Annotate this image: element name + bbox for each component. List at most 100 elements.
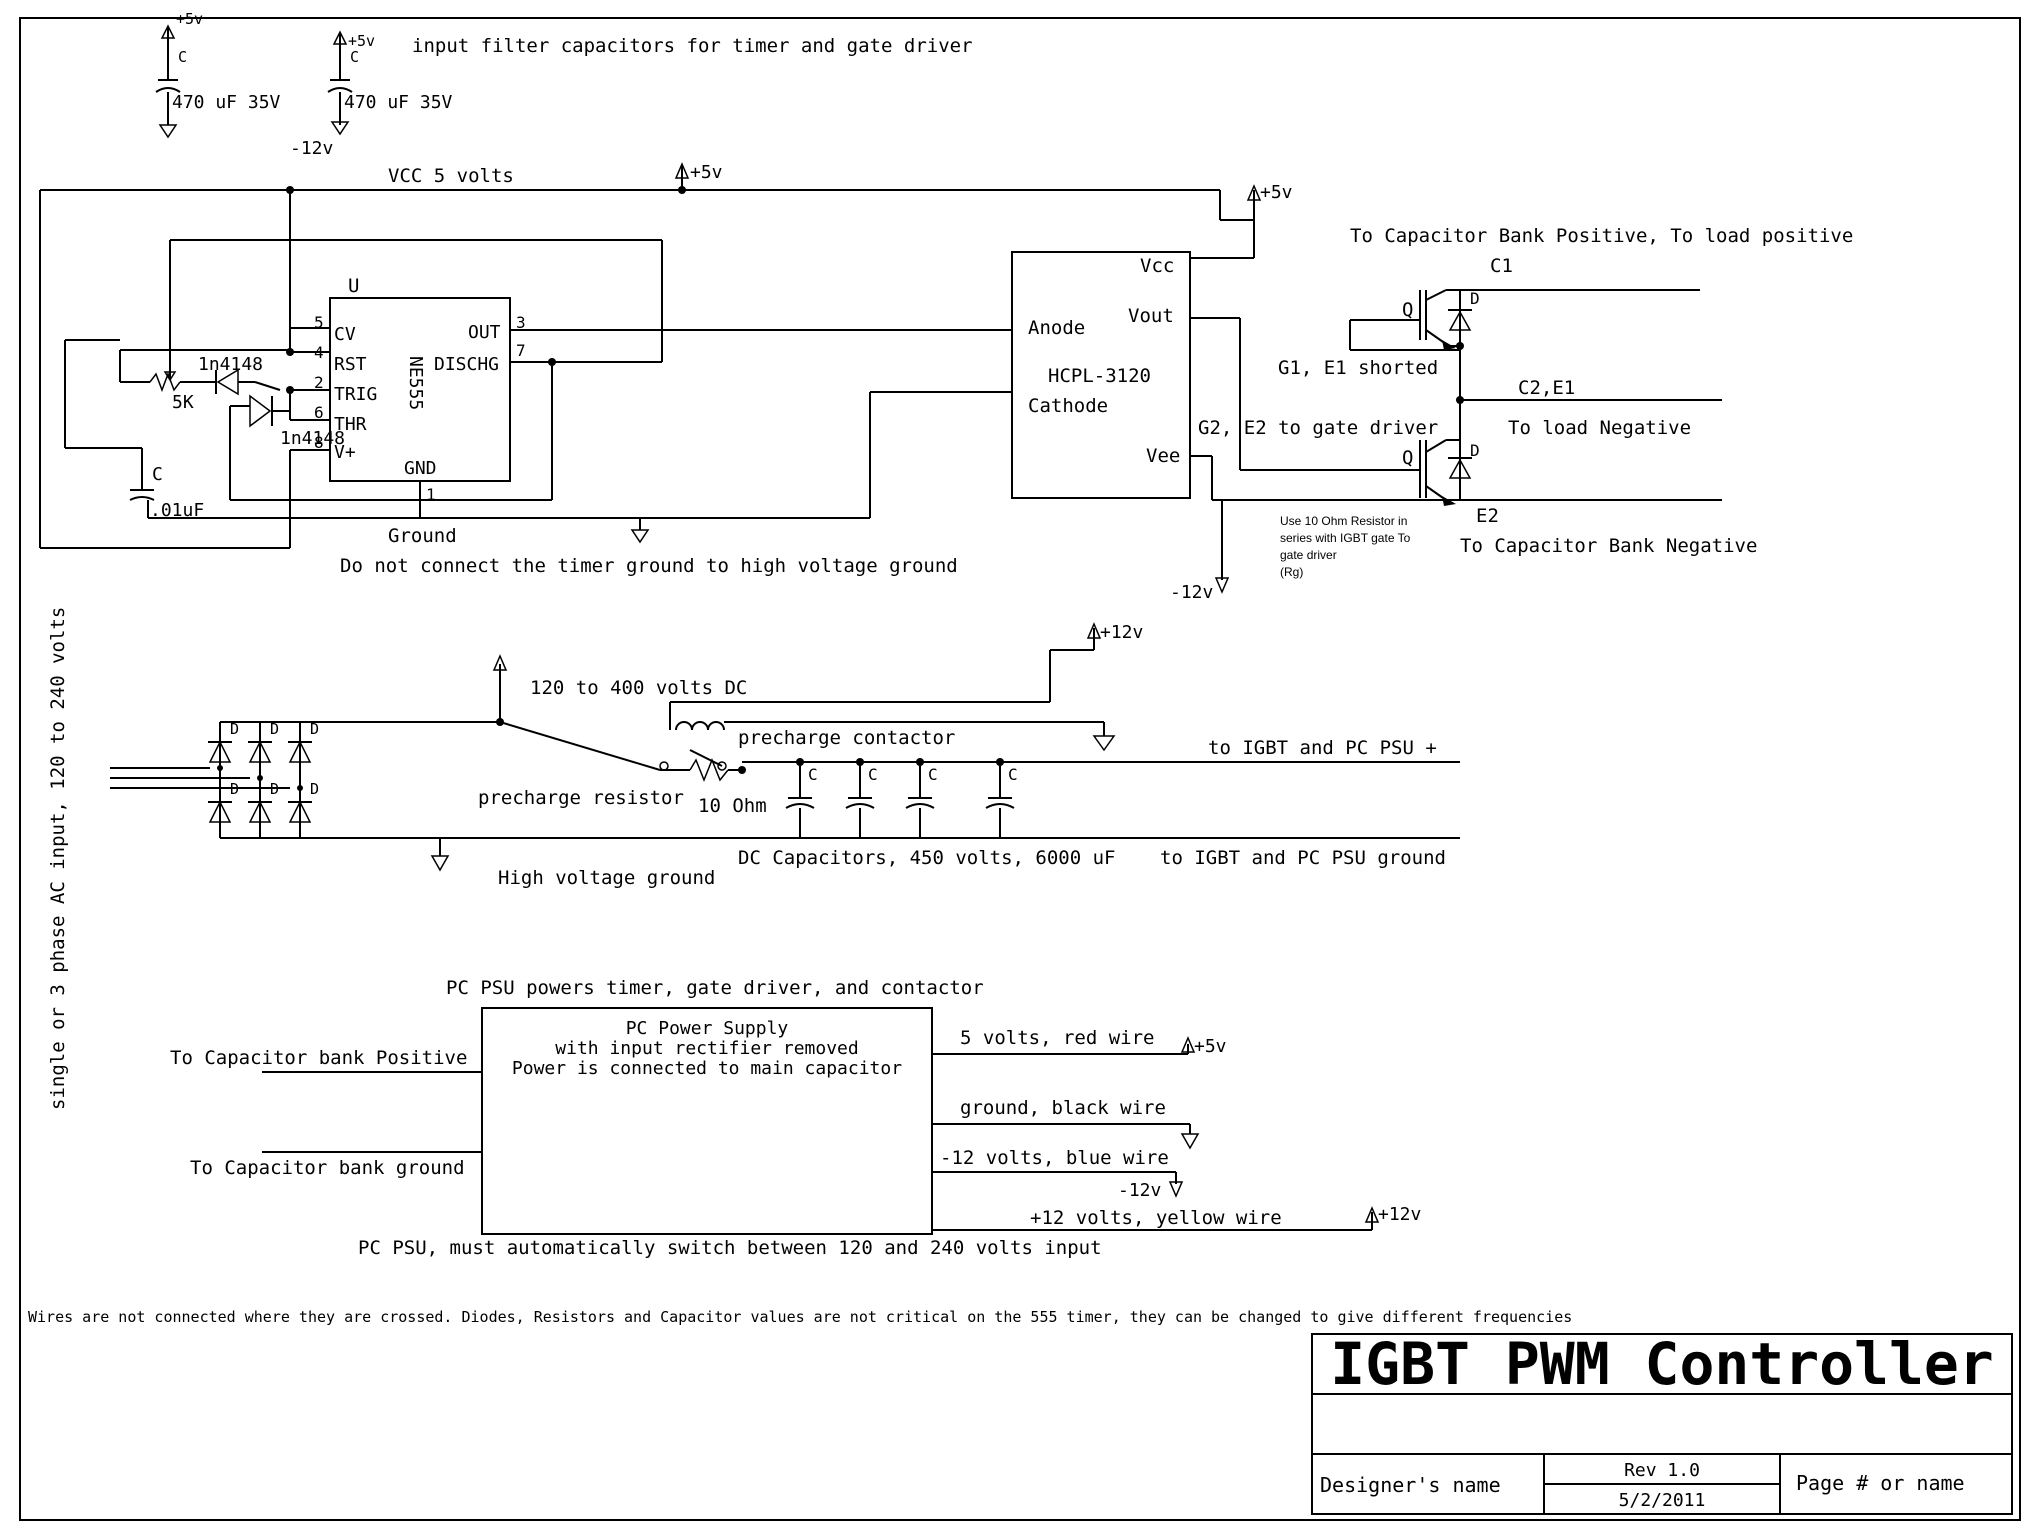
- driver-vout: Vout: [1128, 305, 1174, 327]
- contactor-rail-12: +12v: [1100, 622, 1143, 643]
- bridge-d-2: D: [270, 720, 279, 738]
- diode1-label: 1n4148: [198, 354, 263, 375]
- timer-circuit: VCC 5 volts +5v +5v U CV RST: [39, 162, 1293, 577]
- title-text: IGBT PWM Controller: [1330, 1330, 1993, 1398]
- pin-n5: 5: [314, 313, 324, 332]
- igbt-g1e1: G1, E1 shorted: [1278, 357, 1438, 379]
- dc-cap-3: C: [928, 765, 938, 784]
- pin-thr: THR: [334, 414, 367, 435]
- cap2-rail: +5v: [348, 32, 375, 50]
- dc-cap-1: C: [808, 765, 818, 784]
- precharge-resistor: precharge resistor: [478, 787, 684, 809]
- title-block: IGBT PWM Controller Designer's name Rev …: [1311, 1330, 2013, 1515]
- pin-n3: 3: [516, 313, 526, 332]
- pin-trig: TRIG: [334, 384, 377, 405]
- igbt-d2: D: [1470, 441, 1480, 460]
- filter-label: input filter capacitors for timer and ga…: [412, 35, 973, 57]
- diode2-label: 1n4148: [280, 428, 345, 449]
- cap2-name: C: [350, 48, 359, 66]
- psu-footer: PC PSU, must automatically switch betwee…: [358, 1237, 1102, 1259]
- igbt-q2: Q: [1402, 447, 1413, 469]
- igbt-bottom-label: To Capacitor Bank Negative: [1460, 535, 1757, 557]
- pin-n1: 1: [426, 485, 436, 504]
- pin-dischg: DISCHG: [434, 354, 499, 375]
- driver-neg-rail: -12v: [1170, 582, 1213, 603]
- cap1-value: 470 uF 35V: [172, 92, 281, 113]
- pin-n6: 6: [314, 403, 324, 422]
- pin-n2: 2: [314, 373, 324, 392]
- dc-label: 120 to 400 volts DC: [530, 677, 747, 699]
- to-igbt-gnd: to IGBT and PC PSU ground: [1160, 847, 1446, 869]
- psu-m12-label: -12 volts, blue wire: [940, 1147, 1169, 1169]
- psu-title: PC PSU powers timer, gate driver, and co…: [446, 977, 984, 999]
- bridge-d-6: D: [310, 780, 319, 798]
- caps-label: DC Capacitors, 450 volts, 6000 uF: [738, 847, 1116, 869]
- rg-note-4: (Rg): [1280, 565, 1303, 579]
- contactor-label: precharge contactor: [738, 727, 955, 749]
- revision-date: 5/2/2011: [1619, 1490, 1706, 1511]
- pin-out: OUT: [468, 322, 501, 343]
- psu-in-pos: To Capacitor bank Positive: [170, 1047, 467, 1069]
- driver-anode: Anode: [1028, 317, 1085, 339]
- rail-5v-right: +5v: [1260, 182, 1293, 203]
- rail-5v-top: +5v: [690, 162, 723, 183]
- bridge-d-3: D: [310, 720, 319, 738]
- designer-name: Designer's name: [1320, 1473, 1501, 1497]
- ground-warning: Do not connect the timer ground to high …: [340, 555, 958, 577]
- igbt-top-label: To Capacitor Bank Positive, To load posi…: [1350, 225, 1853, 247]
- psu-line-2: with input rectifier removed: [555, 1038, 858, 1059]
- ground-label: Ground: [388, 525, 457, 547]
- cap1-name: C: [178, 48, 187, 66]
- psu-line-3: Power is connected to main capacitor: [512, 1058, 902, 1079]
- vcc-label: VCC 5 volts: [388, 165, 514, 187]
- igbt-load-neg: To load Negative: [1508, 417, 1691, 439]
- pin-n4: 4: [314, 343, 324, 362]
- crossing-note: Wires are not connected where they are c…: [28, 1308, 1572, 1326]
- psu-5v-rail: +5v: [1194, 1036, 1227, 1057]
- driver-vee: Vee: [1146, 445, 1180, 467]
- timing-cap-value: .01uF: [150, 500, 204, 521]
- pin-cv: CV: [334, 324, 356, 345]
- chip-name: NE555: [405, 356, 426, 410]
- psu-5v-label: 5 volts, red wire: [960, 1027, 1154, 1049]
- psu-gnd-label: ground, black wire: [960, 1097, 1166, 1119]
- cap1-rail: +5v: [176, 10, 203, 28]
- driver-vcc: Vcc: [1140, 255, 1174, 277]
- driver-name: HCPL-3120: [1048, 365, 1151, 387]
- ac-input-label: single or 3 phase AC input, 120 to 240 v…: [47, 607, 69, 1110]
- dc-cap-4: C: [1008, 765, 1018, 784]
- pin-vplus: V+: [334, 442, 356, 463]
- chip-ref: U: [348, 275, 359, 297]
- cap2-value: 470 uF 35V: [344, 92, 453, 113]
- gate-driver: Vcc Anode Vout HCPL-3120 Cathode Vee -12…: [1011, 251, 1455, 603]
- to-igbt-pos: to IGBT and PC PSU +: [1208, 737, 1437, 759]
- bridge-d-5: D: [270, 780, 279, 798]
- page-name: Page # or name: [1796, 1471, 1965, 1495]
- resistor-value: 10 Ohm: [698, 795, 767, 817]
- timing-cap-name: C: [152, 464, 163, 485]
- pin-rst: RST: [334, 354, 367, 375]
- rg-note-3: gate driver: [1280, 548, 1337, 562]
- psu-line-1: PC Power Supply: [626, 1018, 789, 1039]
- filter-capacitors: +5v C 470 uF 35V +5v C 470 uF 35V -12v i…: [155, 10, 973, 159]
- bridge-d-1: D: [230, 720, 239, 738]
- igbt-g2e2: G2, E2 to gate driver: [1198, 417, 1438, 439]
- psu-p12-label: +12 volts, yellow wire: [1030, 1207, 1282, 1229]
- dc-cap-2: C: [868, 765, 878, 784]
- igbt-q1: Q: [1402, 299, 1413, 321]
- pc-psu: PC PSU powers timer, gate driver, and co…: [170, 977, 1421, 1259]
- hv-ground-label: High voltage ground: [498, 867, 715, 889]
- pin-n7: 7: [516, 341, 526, 360]
- sheet-border: [19, 17, 2021, 1521]
- pin-gnd: GND: [404, 458, 437, 479]
- igbt-c1: C1: [1490, 255, 1513, 277]
- rg-note-1: Use 10 Ohm Resistor in: [1280, 514, 1407, 528]
- igbt-c2e1: C2,E1: [1518, 377, 1575, 399]
- cap2-neg-rail: -12v: [290, 138, 333, 159]
- psu-m12-rail: -12v: [1118, 1180, 1161, 1201]
- igbt-module: To Capacitor Bank Positive, To load posi…: [1198, 225, 1853, 557]
- igbt-d1: D: [1470, 289, 1480, 308]
- psu-in-gnd: To Capacitor bank ground: [190, 1157, 465, 1179]
- pot-label: 5K: [172, 392, 194, 413]
